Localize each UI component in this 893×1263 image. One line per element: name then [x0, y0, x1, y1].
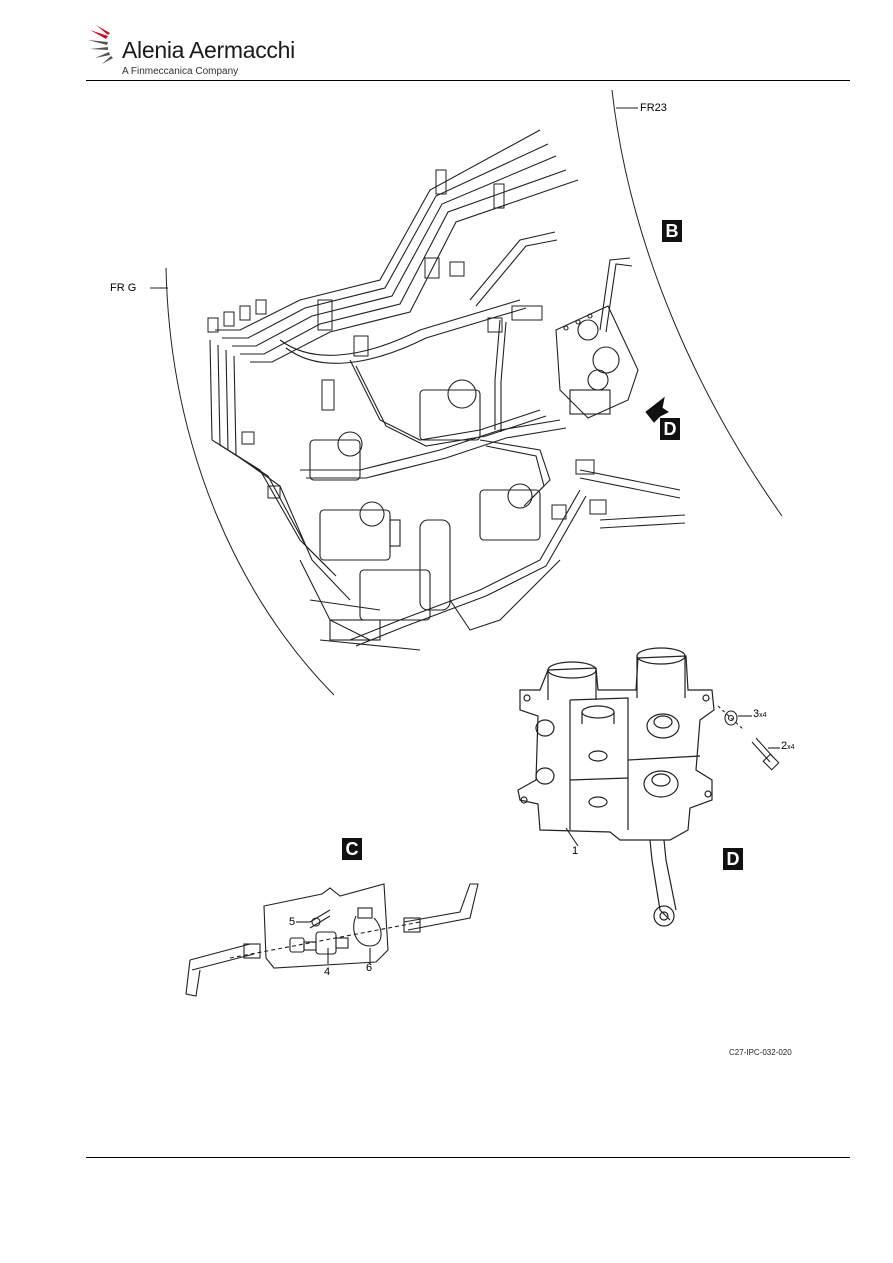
detail-c-assembly: [185, 883, 479, 997]
view-label-d-detail: D: [723, 848, 743, 870]
item-2-quantity: x4: [787, 744, 795, 751]
item-number-6: 6: [366, 962, 373, 974]
tube-bundle: [209, 129, 686, 651]
item-number-1: 1: [572, 845, 579, 857]
item-number-4: 4: [324, 966, 331, 978]
header-rule: [86, 80, 850, 81]
fittings: [207, 169, 607, 520]
detail-d-valve-block: [517, 647, 715, 927]
frame-label-fr23: FR23: [640, 102, 667, 114]
valve-assemblies: [309, 379, 541, 641]
manifold-block: [555, 305, 639, 419]
view-label-b: B: [662, 220, 682, 242]
frame-label-frg: FR G: [110, 282, 137, 294]
brand-name: Alenia Aermacchi: [122, 37, 295, 63]
hardware-2-3: [565, 705, 780, 847]
view-label-d: D: [660, 418, 680, 440]
item-number-2: 2x4: [781, 740, 795, 752]
view-d-arrow: [645, 396, 669, 423]
page-header: Alenia Aermacchi A Finmeccanica Company: [0, 0, 893, 82]
figure-reference: C27-IPC-032-020: [729, 1048, 792, 1057]
alenia-aermacchi-logo: [88, 25, 113, 64]
footer-rule: [86, 1157, 850, 1158]
view-label-c: C: [342, 838, 362, 860]
item-number-5: 5: [289, 916, 296, 928]
frame-frg-line: [165, 267, 335, 696]
brand-subtitle: A Finmeccanica Company: [122, 66, 239, 77]
item-number-3: 3x4: [753, 708, 767, 720]
item-3-quantity: x4: [759, 712, 767, 719]
frame-fr23-line: [611, 89, 783, 517]
